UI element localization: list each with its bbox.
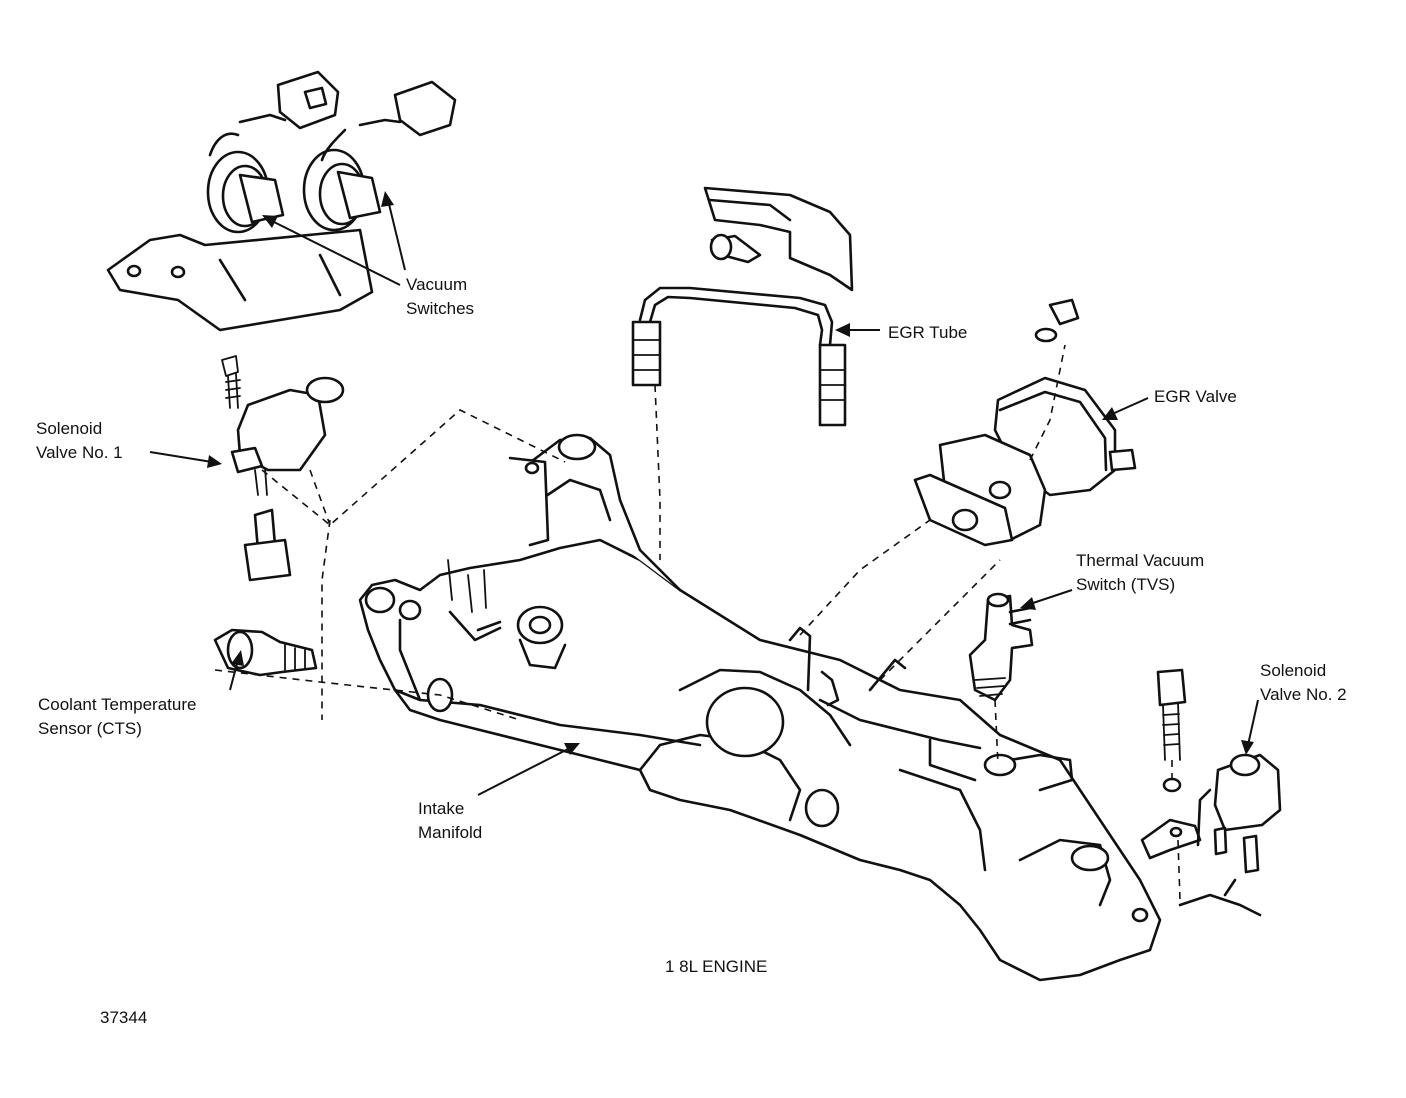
solenoid-valve-2-drawing	[1140, 668, 1282, 874]
egr-valve-drawing	[913, 298, 1137, 547]
solenoid-valve-1-drawing	[221, 355, 345, 582]
label-intake-manifold: Intake Manifold	[418, 799, 482, 842]
solenoid-valve-1-label-line2: Valve No. 1	[36, 443, 123, 462]
solenoid-valve-2-label-line1: Solenoid	[1260, 661, 1326, 680]
vacuum-switches-label-line2: Switches	[406, 299, 474, 318]
coolant-temperature-sensor-drawing	[213, 628, 318, 677]
vacuum-switches-drawing	[106, 70, 457, 332]
label-solenoid-valve-1: Solenoid Valve No. 1	[36, 419, 123, 462]
label-vacuum-switches: Vacuum Switches	[406, 275, 474, 318]
tvs-label-line2: Switch (TVS)	[1076, 575, 1175, 594]
solenoid-valve-1-label-line1: Solenoid	[36, 419, 102, 438]
label-thermal-vacuum-switch: Thermal Vacuum Switch (TVS)	[1076, 551, 1204, 594]
egr-tube-drawing	[631, 186, 854, 427]
intake-manifold-label-line2: Manifold	[418, 823, 482, 842]
engine-caption: 1 8L ENGINE	[665, 957, 767, 976]
tvs-label-line1: Thermal Vacuum	[1076, 551, 1204, 570]
intake-manifold-label-line1: Intake	[418, 799, 464, 818]
cts-label-line2: Sensor (CTS)	[38, 719, 142, 738]
leader-lines	[149, 191, 1259, 796]
cts-label-line1: Coolant Temperature	[38, 695, 196, 714]
egr-valve-label: EGR Valve	[1154, 387, 1237, 406]
label-coolant-temperature-sensor: Coolant Temperature Sensor (CTS)	[38, 695, 196, 738]
figure-number: 37344	[100, 1008, 147, 1027]
solenoid-valve-2-label-line2: Valve No. 2	[1260, 685, 1347, 704]
vacuum-switches-label-line1: Vacuum	[406, 275, 467, 294]
assembly-dashed-lines	[214, 344, 1181, 901]
egr-tube-label: EGR Tube	[888, 323, 967, 342]
intake-manifold-drawing	[358, 433, 1262, 982]
label-solenoid-valve-2: Solenoid Valve No. 2	[1260, 661, 1347, 704]
thermal-vacuum-switch-drawing	[968, 592, 1034, 702]
